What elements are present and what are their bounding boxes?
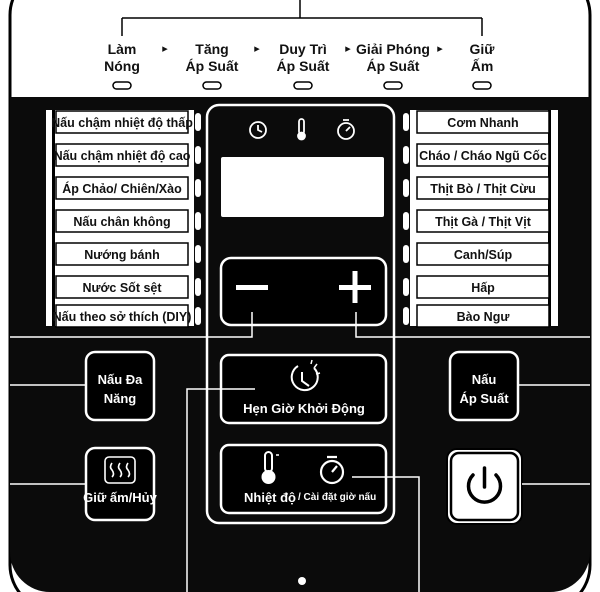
minus-button[interactable] (236, 285, 268, 290)
power-icon (466, 466, 503, 504)
program-indicator-led (195, 179, 201, 197)
program-label: Nấu theo sở thích (DIY) (53, 310, 192, 324)
delay-clock-icon (290, 359, 321, 392)
program-item[interactable]: Nước Sốt sệt (55, 275, 189, 299)
program-item[interactable]: Nấu chậm nhiệt độ cao (54, 143, 191, 167)
program-item[interactable]: Nấu chân không (55, 209, 189, 233)
warm-steam-icon (104, 456, 136, 484)
program-indicator-led (195, 212, 201, 230)
program-indicator-led (403, 307, 409, 325)
program-indicator-led (403, 146, 409, 164)
program-label: Nướng bánh (84, 248, 160, 262)
program-label: Cơm Nhanh (447, 116, 518, 130)
stage-arrow-icon: ▸ (345, 43, 351, 55)
display-clock-icon (249, 121, 267, 139)
program-indicator-led (195, 307, 201, 325)
program-indicator-led (403, 278, 409, 296)
stage-5-line2: Ấm (471, 58, 494, 74)
program-label: Thịt Bò / Thịt Cừu (430, 182, 536, 196)
program-indicator-led (195, 113, 201, 131)
keep-warm-cancel-button[interactable]: Giữ ấm/Hủy (83, 446, 158, 522)
multi-cook-button[interactable]: Nấu Đa Năng (84, 350, 156, 422)
stage-indicator-led (293, 81, 313, 90)
program-label: Thịt Gà / Thịt Vịt (435, 215, 532, 229)
stage-indicator-led (472, 81, 492, 90)
program-indicator-led (403, 113, 409, 131)
pressure-cook-label-2: Áp Suất (459, 391, 509, 406)
program-label: Bào Ngư (457, 310, 511, 324)
center-console (205, 103, 396, 525)
delay-start-label: Hẹn Giờ Khởi Động (243, 401, 365, 416)
stage-indicator-led (383, 81, 403, 90)
program-item[interactable]: Bào Ngư (416, 304, 550, 328)
stage-1-line1: Làm (108, 41, 137, 57)
program-item[interactable]: Áp Chảo/ Chiên/Xào (55, 176, 189, 200)
stage-arrow-icon: ▸ (254, 43, 260, 55)
right-program-list: Cơm Nhanh Cháo / Cháo Ngũ Cốc Thịt Bò / … (403, 110, 558, 328)
program-label: Hấp (471, 281, 495, 295)
bottom-notch (298, 577, 306, 585)
lcd-display (221, 157, 384, 217)
program-indicator-led (403, 245, 409, 263)
stage-3-line2: Áp Suất (277, 58, 330, 74)
program-item[interactable]: Cơm Nhanh (416, 110, 550, 134)
program-indicator-led (195, 245, 201, 263)
temp-time-button[interactable]: Nhiệt độ / Cài đặt giờ nấu (219, 443, 388, 515)
program-indicator-led (403, 212, 409, 230)
stage-indicator-led (202, 81, 222, 90)
plus-button[interactable] (339, 271, 371, 303)
adjust-buttons-frame (219, 256, 388, 327)
stage-2-line2: Áp Suất (186, 58, 239, 74)
left-program-list: Nấu chậm nhiệt độ thấp Nấu chậm nhiệt độ… (46, 110, 201, 328)
cook-timer-icon (319, 455, 345, 485)
display-thermometer-icon (297, 118, 306, 141)
stage-indicator-led (112, 81, 132, 90)
temp-label: Nhiệt độ (244, 490, 296, 505)
program-indicator-led (195, 146, 201, 164)
program-label: Nấu chậm nhiệt độ cao (54, 149, 191, 163)
pressure-cook-button[interactable]: Nấu Áp Suất (448, 350, 520, 422)
temp-thermometer-icon (261, 451, 279, 484)
program-label: Cháo / Cháo Ngũ Cốc (419, 149, 547, 163)
power-button[interactable] (446, 448, 523, 525)
stage-2-line1: Tăng (195, 41, 228, 57)
program-label: Áp Chảo/ Chiên/Xào (62, 181, 182, 196)
stage-3-line1: Duy Trì (279, 41, 327, 57)
stage-bracket (121, 0, 483, 36)
display-timer-icon (337, 119, 355, 140)
program-label: Nấu chân không (73, 215, 170, 229)
program-item[interactable]: Hấp (416, 275, 550, 299)
stage-arrow-icon: ▸ (162, 43, 168, 55)
keep-warm-label: Giữ ấm/Hủy (83, 490, 157, 505)
program-item[interactable]: Thịt Bò / Thịt Cừu (416, 176, 550, 200)
stage-4-line1: Giải Phóng (356, 41, 430, 57)
program-item[interactable]: Nấu theo sở thích (DIY) (53, 304, 192, 328)
stage-4-line2: Áp Suất (367, 58, 420, 74)
program-indicator-led (195, 278, 201, 296)
program-label: Canh/Súp (454, 248, 513, 262)
program-indicator-led (403, 179, 409, 197)
stage-1-line2: Nóng (104, 58, 140, 74)
program-item[interactable]: Cháo / Cháo Ngũ Cốc (416, 143, 550, 167)
program-item[interactable]: Nướng bánh (55, 242, 189, 266)
callout-lines (10, 312, 590, 592)
program-label: Nước Sốt sệt (82, 281, 162, 295)
multi-cook-label-2: Năng (104, 391, 137, 406)
stage-5-line1: Giữ (470, 41, 496, 57)
pressure-cook-label-1: Nấu (472, 372, 497, 387)
program-item[interactable]: Nấu chậm nhiệt độ thấp (51, 110, 193, 134)
program-item[interactable]: Thịt Gà / Thịt Vịt (416, 209, 550, 233)
program-item[interactable]: Canh/Súp (416, 242, 550, 266)
stage-arrow-icon: ▸ (437, 43, 443, 55)
stage-row: Làm Nóng Tăng Áp Suất Duy Trì Áp Suất Gi… (104, 41, 496, 90)
multi-cook-label-1: Nấu Đa (98, 372, 144, 387)
cook-time-label: / Cài đặt giờ nấu (298, 491, 376, 503)
program-label: Nấu chậm nhiệt độ thấp (51, 116, 193, 130)
